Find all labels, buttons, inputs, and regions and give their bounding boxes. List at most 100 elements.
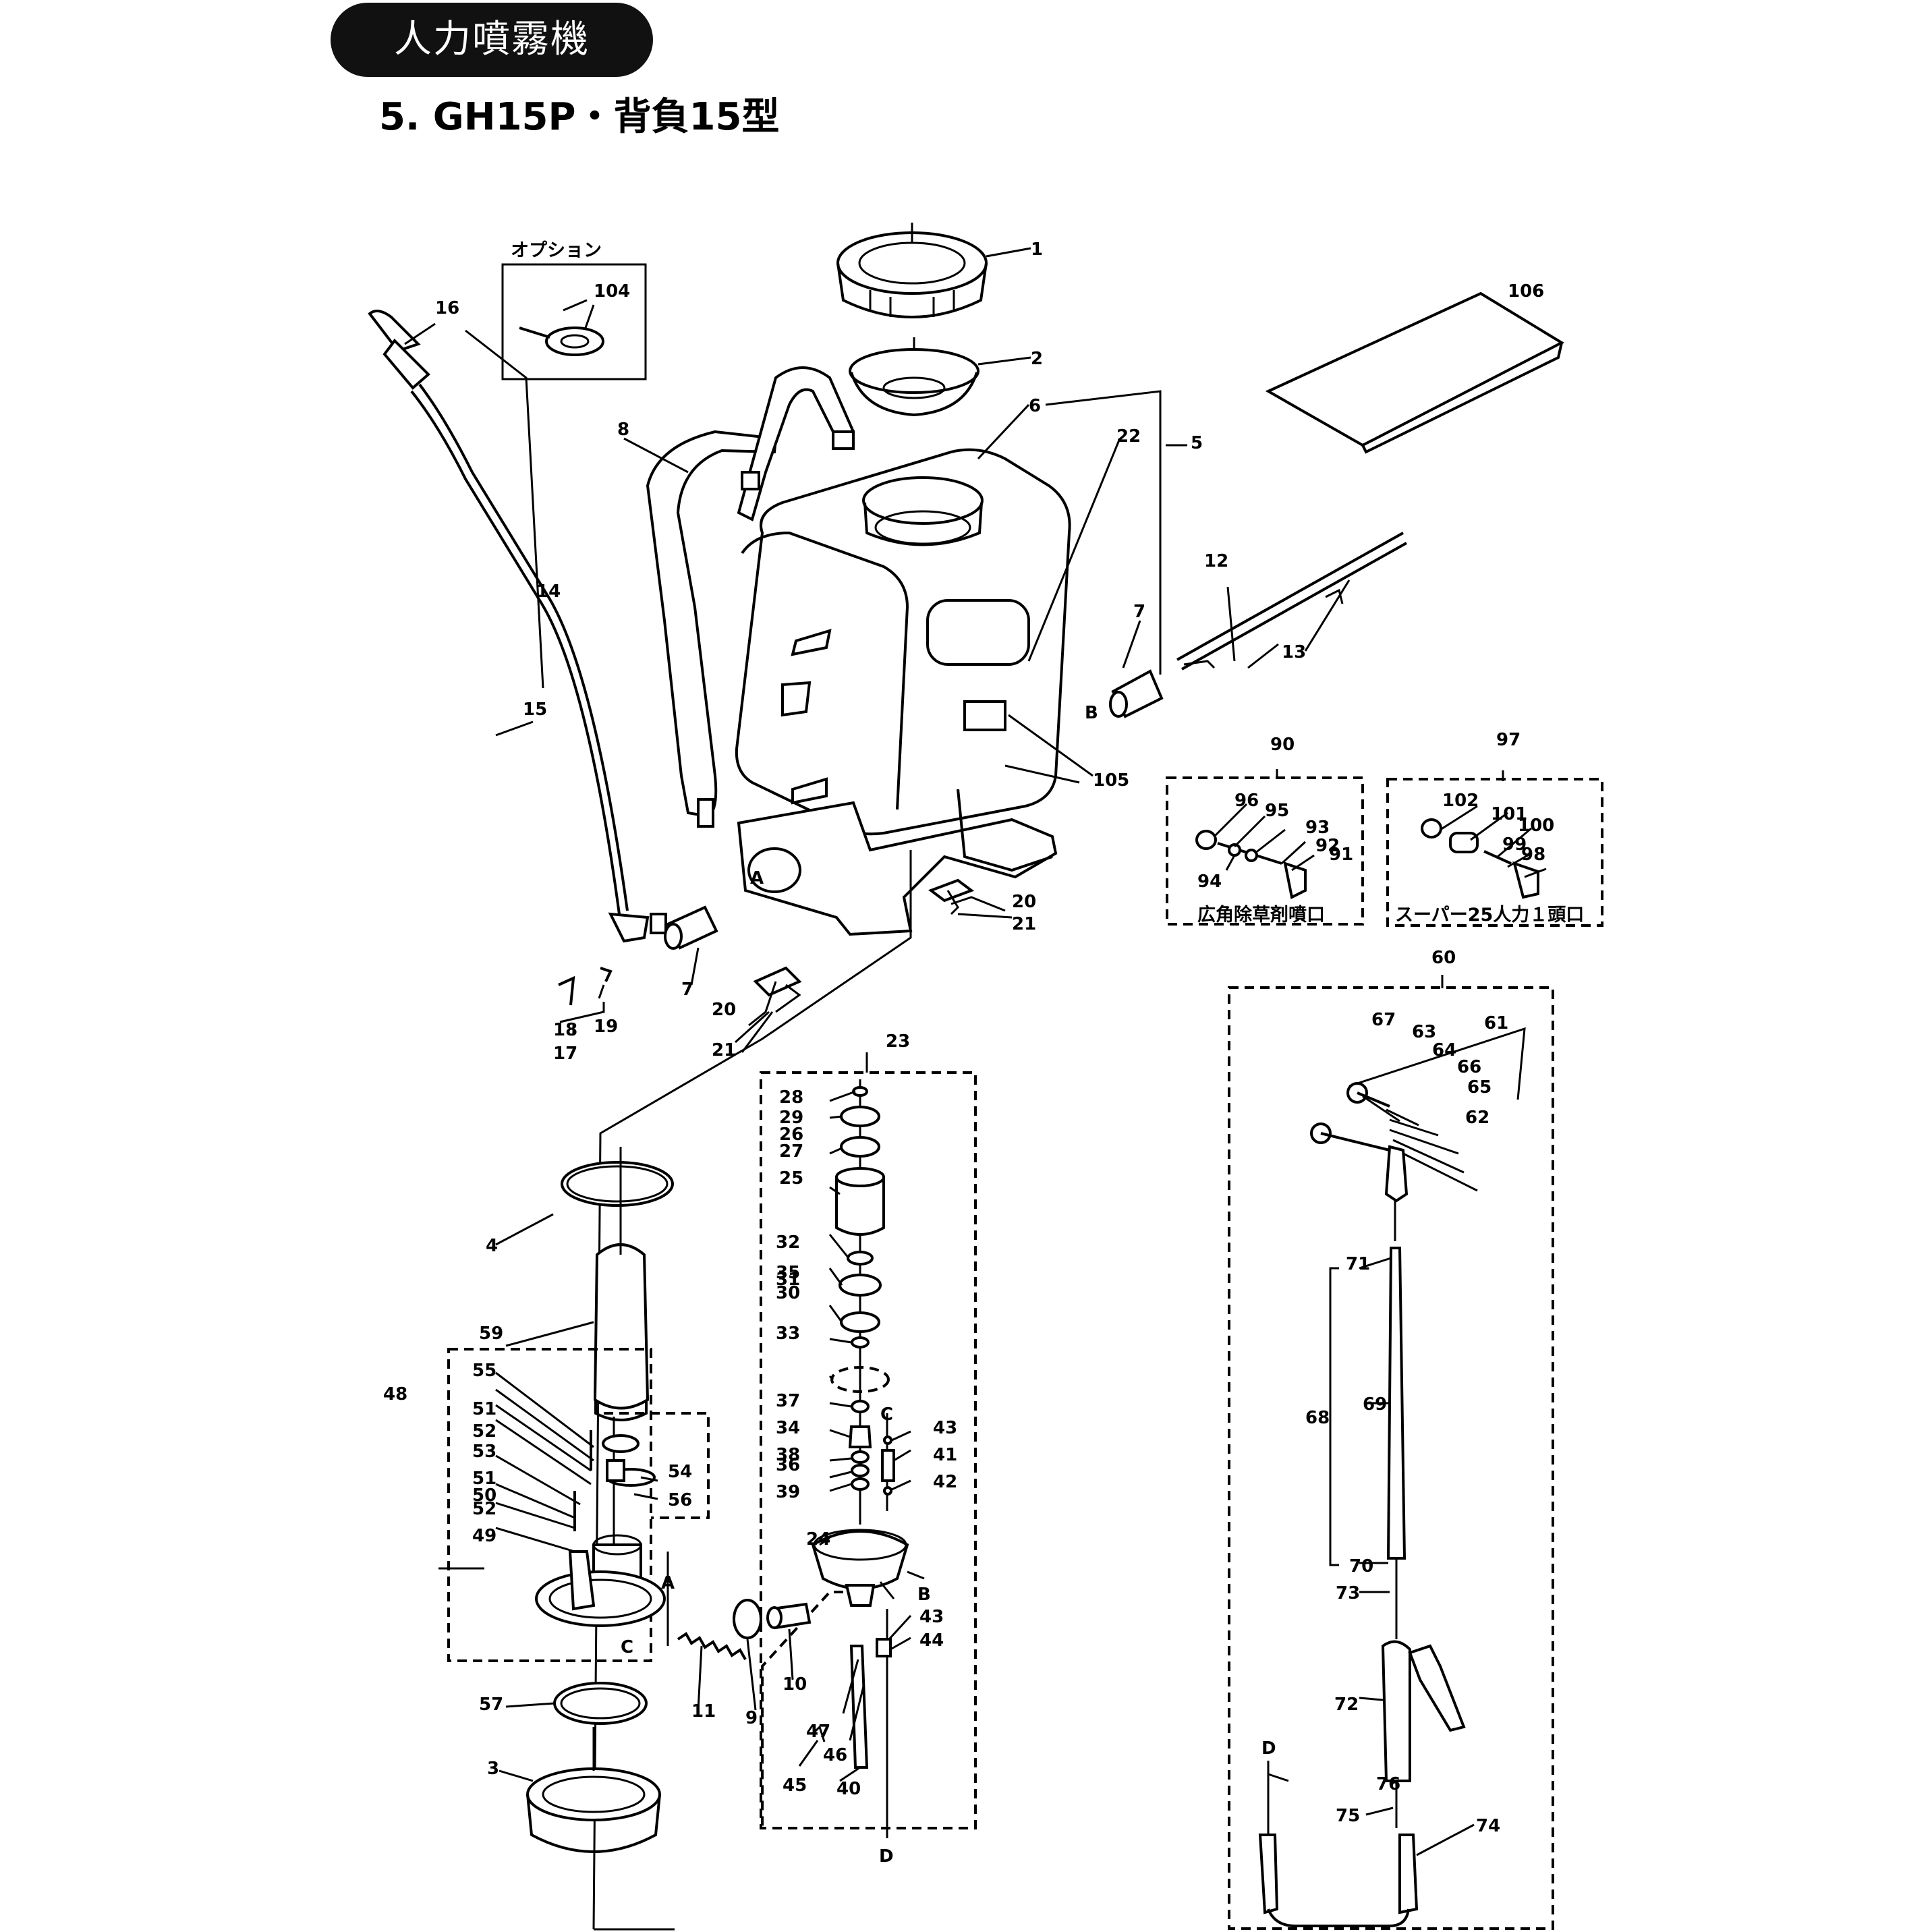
callout-105: 105 xyxy=(1093,770,1129,791)
callout-42: 42 xyxy=(933,1472,957,1492)
callout-17: 17 xyxy=(553,1044,577,1064)
callout-24: 24 xyxy=(806,1529,830,1550)
connector-b-top: B xyxy=(1085,703,1098,723)
caption-option: オプション xyxy=(511,240,602,261)
callout-59: 59 xyxy=(479,1324,503,1344)
tank-base xyxy=(737,801,1058,936)
connector-a-bottom: A xyxy=(661,1573,675,1593)
callout-34: 34 xyxy=(776,1418,800,1438)
part-20-brackets xyxy=(748,878,975,1027)
part-23-pump xyxy=(760,1052,977,1838)
part-97-nozzle-super xyxy=(1386,770,1603,927)
callout-75: 75 xyxy=(1336,1806,1360,1826)
connector-d-lance: D xyxy=(1261,1738,1276,1759)
callout-92: 92 xyxy=(1315,836,1340,856)
callout-49: 49 xyxy=(472,1526,496,1546)
callout-51: 51 xyxy=(472,1399,496,1419)
callout-16: 16 xyxy=(435,298,459,318)
callout-22: 22 xyxy=(1116,426,1141,447)
callout-14: 14 xyxy=(536,581,561,602)
callout-29: 29 xyxy=(779,1108,803,1128)
callout-93: 93 xyxy=(1305,818,1330,838)
callout-74: 74 xyxy=(1476,1816,1500,1836)
callout-21: 21 xyxy=(712,1040,736,1060)
part-49-valve-body xyxy=(535,1570,666,1627)
part-4-oring xyxy=(561,1161,674,1207)
callout-13: 13 xyxy=(1282,642,1306,662)
callout-33: 33 xyxy=(776,1324,800,1344)
callout-26: 26 xyxy=(779,1125,803,1145)
callout-38: 38 xyxy=(776,1445,800,1465)
caption-nozzle-97: スーパー25人力１頭口 xyxy=(1395,905,1584,926)
callout-101: 101 xyxy=(1491,804,1527,824)
callout-52: 52 xyxy=(472,1499,496,1519)
connector-b-bottom: B xyxy=(917,1585,931,1605)
part-16-grip xyxy=(368,310,421,353)
category-badge-text: 人力噴霧機 xyxy=(394,18,590,61)
callout-52: 52 xyxy=(472,1421,496,1442)
callout-20: 20 xyxy=(1012,892,1036,912)
connector-letters: A A B B C C D D xyxy=(621,703,1276,1867)
part-25-cylinder xyxy=(835,1176,885,1236)
callout-19: 19 xyxy=(594,1017,618,1037)
callout-67: 67 xyxy=(1371,1010,1396,1030)
callout-45: 45 xyxy=(783,1775,807,1796)
part-6-tank xyxy=(735,448,1071,936)
callout-100: 100 xyxy=(1518,816,1554,836)
callout-23: 23 xyxy=(886,1031,910,1052)
category-badge: 人力噴霧機 xyxy=(331,3,653,77)
connector-c-bottom: C xyxy=(621,1637,633,1657)
callout-32: 32 xyxy=(776,1232,800,1253)
callout-102: 102 xyxy=(1442,791,1479,811)
callout-56: 56 xyxy=(668,1490,692,1510)
callout-11: 11 xyxy=(691,1701,716,1722)
callout-47: 47 xyxy=(806,1722,830,1742)
part-3-nut xyxy=(526,1727,661,1853)
part-106-manual xyxy=(1265,291,1565,454)
callout-40: 40 xyxy=(836,1779,861,1799)
callout-4: 4 xyxy=(486,1236,498,1256)
part-1-cap xyxy=(836,223,988,318)
callout-31: 31 xyxy=(776,1270,800,1290)
callout-27: 27 xyxy=(779,1141,803,1162)
callout-70: 70 xyxy=(1349,1556,1373,1576)
callout-15: 15 xyxy=(523,700,547,720)
callout-90: 90 xyxy=(1270,735,1295,755)
part-17-pins xyxy=(558,967,613,1006)
callout-99: 99 xyxy=(1502,834,1527,855)
part-60-lance xyxy=(1228,975,1554,1930)
callout-60: 60 xyxy=(1431,948,1456,968)
part-2-strainer xyxy=(849,337,979,417)
callout-41: 41 xyxy=(933,1445,957,1465)
callout-20: 20 xyxy=(712,1000,736,1020)
callout-3: 3 xyxy=(487,1759,499,1779)
callout-96: 96 xyxy=(1234,791,1259,811)
part-22-label-window xyxy=(926,599,1030,666)
callout-50: 50 xyxy=(472,1485,496,1506)
caption-nozzle-90: 広角除草剤噴口 xyxy=(1197,904,1325,926)
callout-53: 53 xyxy=(472,1442,496,1462)
part-8-strap xyxy=(646,366,855,828)
callout-94: 94 xyxy=(1197,872,1222,892)
part-12-rod xyxy=(1176,532,1407,671)
part-9-washer xyxy=(733,1599,762,1639)
callout-46: 46 xyxy=(823,1745,847,1765)
callout-6: 6 xyxy=(1029,396,1041,416)
callout-1: 1 xyxy=(1031,239,1043,260)
callout-97: 97 xyxy=(1496,730,1521,750)
callout-91: 91 xyxy=(1329,845,1353,865)
callout-10: 10 xyxy=(783,1674,807,1695)
callout-73: 73 xyxy=(1336,1583,1360,1603)
callout-57: 57 xyxy=(479,1695,503,1715)
connector-a-top: A xyxy=(750,868,764,888)
part-11-spring xyxy=(666,1552,812,1660)
part-105-label xyxy=(963,700,1006,731)
leader-lines xyxy=(404,247,1351,1053)
callout-66: 66 xyxy=(1457,1057,1481,1077)
callout-18: 18 xyxy=(553,1020,577,1040)
callout-76: 76 xyxy=(1376,1774,1400,1794)
callout-7: 7 xyxy=(681,979,693,1000)
callout-9: 9 xyxy=(745,1708,758,1728)
part-7-pin-right xyxy=(1109,669,1164,718)
